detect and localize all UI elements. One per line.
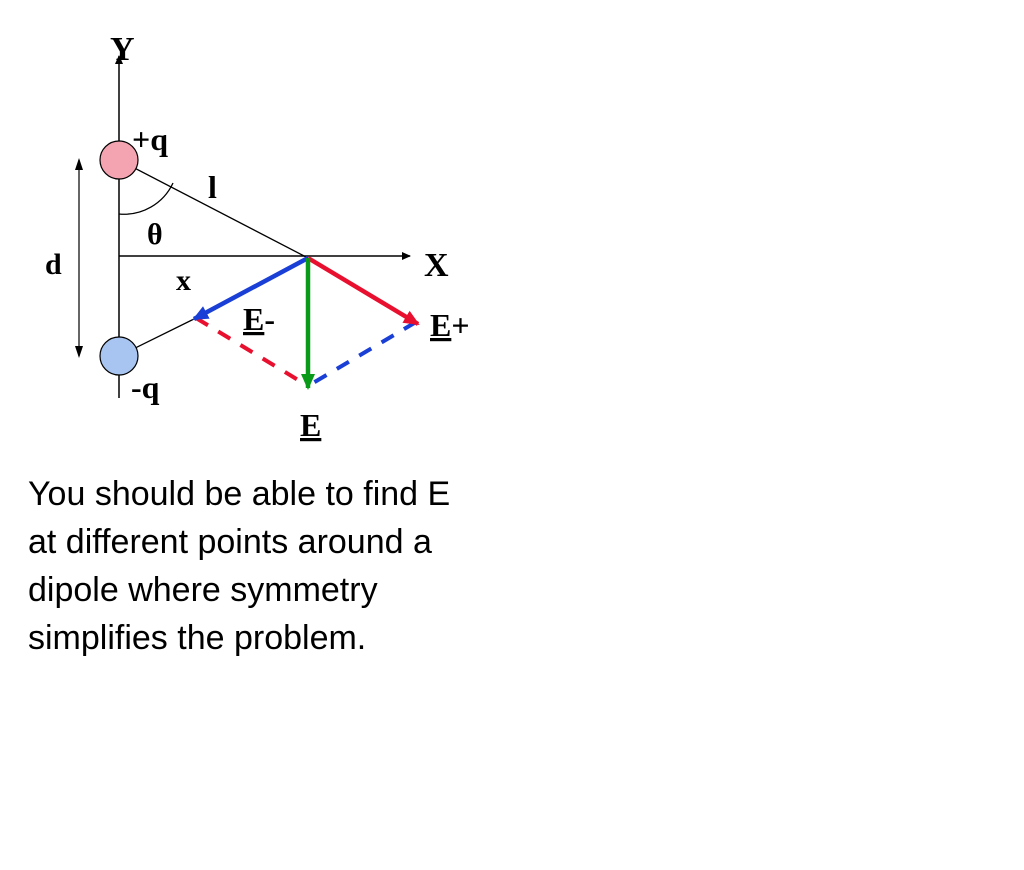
e-minus-label-letter: E xyxy=(243,301,264,337)
e-minus-dashed-line xyxy=(306,320,418,388)
separation-label: d xyxy=(45,248,62,281)
caption-text: You should be able to find E at differen… xyxy=(28,475,451,657)
e-plus-label-letter: E xyxy=(430,307,451,343)
e-plus-label: E+ xyxy=(430,307,470,343)
y-axis-label: Y xyxy=(110,31,135,68)
e-minus-vector xyxy=(192,256,310,321)
negative-charge xyxy=(99,336,139,376)
e-plus-dashed-line xyxy=(194,316,310,388)
separation-arrowhead-top xyxy=(75,158,83,170)
positive-charge xyxy=(99,140,139,180)
length-label: l xyxy=(208,169,217,205)
angle-label: θ xyxy=(147,218,163,251)
dipole-diagram: Y X d l θ x +q -q E- E+ E xyxy=(45,31,470,443)
e-minus-label-sign: - xyxy=(264,301,275,337)
e-total-label: E xyxy=(300,407,321,443)
angle-arc xyxy=(118,182,174,215)
length-line xyxy=(118,159,309,259)
separation-arrowhead-bottom xyxy=(75,346,83,358)
distance-label: x xyxy=(176,264,191,297)
negative-charge-label: -q xyxy=(131,369,160,405)
e-plus-label-sign: + xyxy=(451,307,469,343)
e-plus-vector xyxy=(306,256,420,326)
positive-charge-label: +q xyxy=(132,121,168,157)
x-axis-label: X xyxy=(424,247,449,284)
e-minus-label: E- xyxy=(243,301,275,337)
